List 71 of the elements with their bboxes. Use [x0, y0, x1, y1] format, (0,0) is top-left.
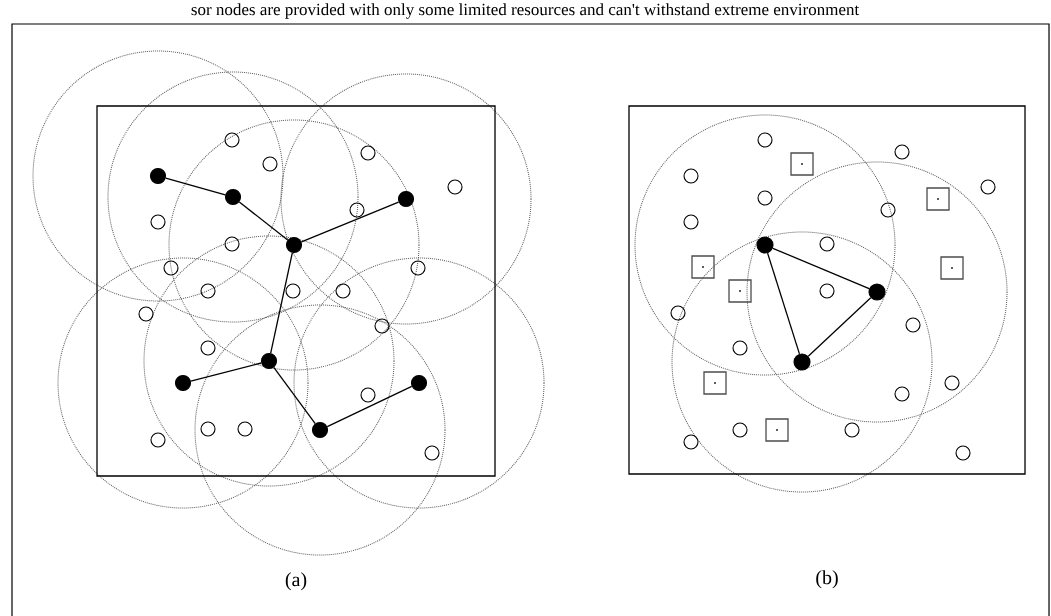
sensor-node	[374, 318, 390, 334]
panel-caption: (b)	[816, 570, 838, 589]
cluster-head-dot	[756, 236, 774, 254]
link-line	[807, 297, 872, 357]
sensor-node	[683, 214, 699, 230]
sensor-node	[349, 202, 365, 218]
sensor-node	[757, 190, 773, 206]
cluster-head-dot	[224, 188, 242, 206]
cluster-head-dot	[149, 167, 167, 185]
cluster-head-dot	[793, 353, 811, 371]
cluster-head-dot	[410, 374, 428, 392]
cluster-head-dot	[174, 374, 192, 392]
sensor-node	[150, 214, 166, 230]
cluster-head-dot	[285, 236, 303, 254]
link-line	[165, 177, 226, 196]
sensor-node	[138, 306, 154, 322]
cluster-head-dot	[868, 283, 886, 301]
link-line	[270, 252, 293, 354]
sensor-node	[844, 422, 860, 438]
sensor-node	[819, 236, 835, 252]
square-node	[691, 255, 715, 279]
panel-frame	[96, 105, 496, 591]
sensor-node	[894, 144, 910, 160]
sensor-node	[880, 202, 896, 218]
sensor-node	[150, 432, 166, 448]
sensor-node	[200, 421, 216, 437]
sensor-node	[944, 375, 960, 391]
cluster-head-dot	[397, 190, 415, 208]
square-node	[926, 187, 950, 211]
link-line	[273, 366, 316, 425]
sensor-node	[163, 260, 179, 276]
square-node	[790, 152, 814, 176]
link-line	[190, 362, 262, 382]
sensor-node	[732, 422, 748, 438]
square-node	[703, 371, 727, 395]
link-line	[300, 201, 400, 243]
sensor-node	[285, 283, 301, 299]
sensor-node	[905, 317, 921, 333]
link-line	[772, 247, 870, 290]
panel-caption: (a)	[285, 572, 307, 591]
sensor-node	[955, 445, 971, 461]
sensor-node	[732, 340, 748, 356]
cut-off-text: sor nodes are provided with only some limited resources and can't withstand extreme environment	[191, 3, 860, 19]
sensor-node	[670, 305, 686, 321]
link-line	[326, 385, 413, 428]
sensor-node	[757, 132, 773, 148]
sensor-node	[200, 283, 216, 299]
link-line	[238, 201, 289, 241]
sensor-node	[335, 283, 351, 299]
sensor-node	[447, 179, 463, 195]
sensor-node	[683, 168, 699, 184]
sensor-node	[224, 236, 240, 252]
sensor-node	[360, 387, 376, 403]
square-node	[940, 256, 964, 280]
sensor-node	[980, 179, 996, 195]
sensor-node	[360, 145, 376, 161]
sensor-node	[894, 386, 910, 402]
sensor-node	[424, 445, 440, 461]
sensor-node	[819, 283, 835, 299]
sensor-node	[410, 260, 426, 276]
sensor-node	[262, 156, 278, 172]
sensor-node	[683, 434, 699, 450]
square-node	[728, 279, 752, 303]
cluster-head-dot	[311, 421, 329, 439]
link-line	[766, 252, 801, 355]
square-node	[765, 418, 789, 442]
cluster-head-dot	[260, 352, 278, 370]
sensor-node	[224, 132, 240, 148]
panel-frame	[628, 105, 1026, 589]
sensor-node	[237, 421, 253, 437]
sensor-node	[200, 340, 216, 356]
